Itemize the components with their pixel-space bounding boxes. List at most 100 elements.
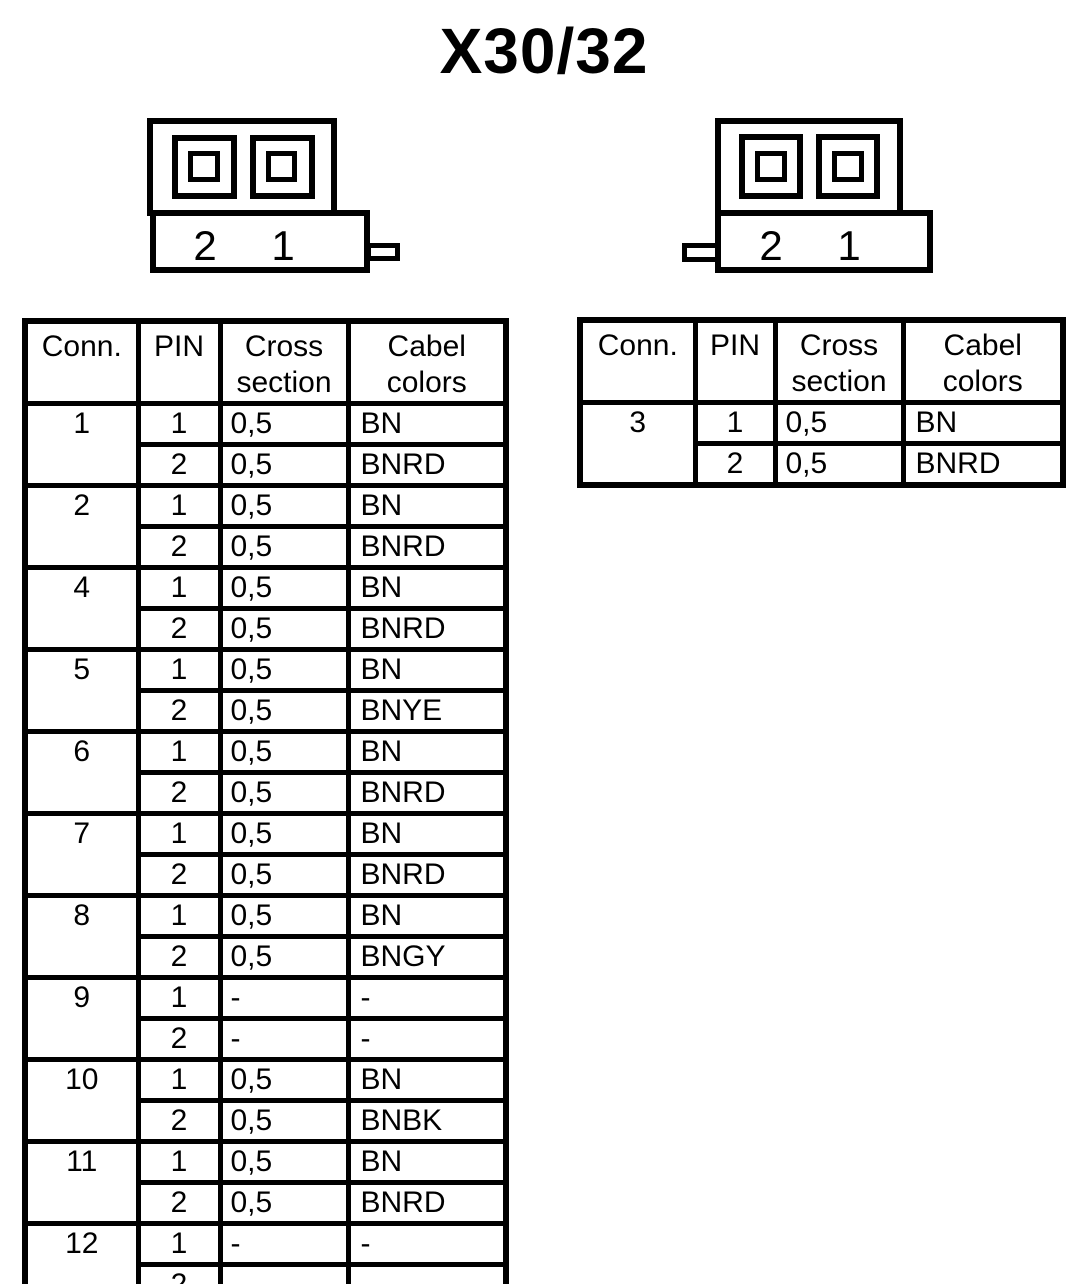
pin-cavity-inner bbox=[266, 151, 297, 182]
pin-cell: 1 bbox=[135, 729, 223, 775]
conn-cell: 3 bbox=[577, 400, 698, 488]
color-cell: BNYE bbox=[345, 689, 509, 734]
cross-cell: - bbox=[217, 975, 351, 1021]
color-cell: BNBK bbox=[345, 1099, 509, 1144]
cross-cell: 0,5 bbox=[217, 689, 351, 734]
cross-cell: 0,5 bbox=[217, 1181, 351, 1226]
color-cell: BN bbox=[900, 400, 1066, 446]
color-cell: BNRD bbox=[345, 1181, 509, 1226]
color-cell: BNRD bbox=[345, 607, 509, 652]
table-row: 2-- bbox=[25, 1017, 509, 1062]
color-cell: BN bbox=[345, 729, 509, 775]
pin-cavity-inner bbox=[188, 151, 220, 182]
cross-cell: 0,5 bbox=[217, 935, 351, 980]
pin-cell: 1 bbox=[135, 1057, 223, 1103]
cross-cell: 0,5 bbox=[217, 729, 351, 775]
cross-cell: 0,5 bbox=[217, 483, 351, 529]
conn-cell: 10 bbox=[22, 1057, 141, 1144]
color-cell: BN bbox=[345, 893, 509, 939]
cross-cell: 0,5 bbox=[217, 401, 351, 447]
cross-cell: 0,5 bbox=[217, 853, 351, 898]
color-cell: BNRD bbox=[345, 525, 509, 570]
connector-housing-bottom bbox=[715, 210, 933, 273]
pin-cell: 1 bbox=[135, 647, 223, 693]
cross-cell: 0,5 bbox=[772, 400, 906, 446]
conn-cell: 12 bbox=[22, 1221, 141, 1284]
conn-cell: 11 bbox=[22, 1139, 141, 1226]
cross-cell: 0,5 bbox=[217, 1099, 351, 1144]
pin-cell: 2 bbox=[135, 689, 223, 734]
header-conn: Conn. bbox=[22, 318, 141, 406]
color-cell: BN bbox=[345, 401, 509, 447]
color-cell: BNRD bbox=[345, 771, 509, 816]
cross-cell: 0,5 bbox=[772, 442, 906, 488]
color-cell: BN bbox=[345, 1139, 509, 1185]
color-cell: BNGY bbox=[345, 935, 509, 980]
pin-cell: 1 bbox=[135, 975, 223, 1021]
color-cell: BN bbox=[345, 565, 509, 611]
pin-cell: 2 bbox=[135, 935, 223, 980]
cross-cell: 0,5 bbox=[217, 1057, 351, 1103]
pin-cavity-outer bbox=[739, 134, 803, 199]
connector-tab bbox=[366, 243, 400, 261]
cross-cell: 0,5 bbox=[217, 811, 351, 857]
pin-cell: 2 bbox=[692, 442, 778, 488]
pin-cavity-inner bbox=[755, 151, 787, 182]
header-pin: PIN bbox=[135, 318, 223, 406]
pin-number-label: 2 bbox=[193, 222, 217, 269]
conn-cell: 6 bbox=[22, 729, 141, 816]
pin-cavity-inner bbox=[832, 151, 864, 182]
pin-cell: 2 bbox=[135, 1263, 223, 1284]
page-title: X30/32 bbox=[439, 15, 649, 87]
cross-cell: 0,5 bbox=[217, 771, 351, 816]
pin-cell: 1 bbox=[135, 893, 223, 939]
conn-cell: 7 bbox=[22, 811, 141, 898]
color-cell: - bbox=[345, 1221, 509, 1267]
pin-cell: 2 bbox=[135, 1181, 223, 1226]
pin-cell: 2 bbox=[135, 853, 223, 898]
pin-cell: 2 bbox=[135, 607, 223, 652]
color-cell: BN bbox=[345, 811, 509, 857]
color-cell: - bbox=[345, 1017, 509, 1062]
pin-number-label: 2 bbox=[759, 222, 783, 269]
conn-cell: 2 bbox=[22, 483, 141, 570]
pin-cell: 1 bbox=[692, 400, 778, 446]
color-cell: BN bbox=[345, 1057, 509, 1103]
pin-cell: 1 bbox=[135, 565, 223, 611]
conn-cell: 1 bbox=[22, 401, 141, 488]
color-cell: BN bbox=[345, 483, 509, 529]
pin-cell: 2 bbox=[135, 443, 223, 488]
conn-cell: 5 bbox=[22, 647, 141, 734]
pin-cell: 1 bbox=[135, 401, 223, 447]
table-row: 2-- bbox=[25, 1263, 509, 1284]
color-cell: - bbox=[345, 975, 509, 1021]
conn-cell: 8 bbox=[22, 893, 141, 980]
conn-cell: 4 bbox=[22, 565, 141, 652]
color-cell: BNRD bbox=[900, 442, 1066, 488]
cross-cell: - bbox=[217, 1017, 351, 1062]
